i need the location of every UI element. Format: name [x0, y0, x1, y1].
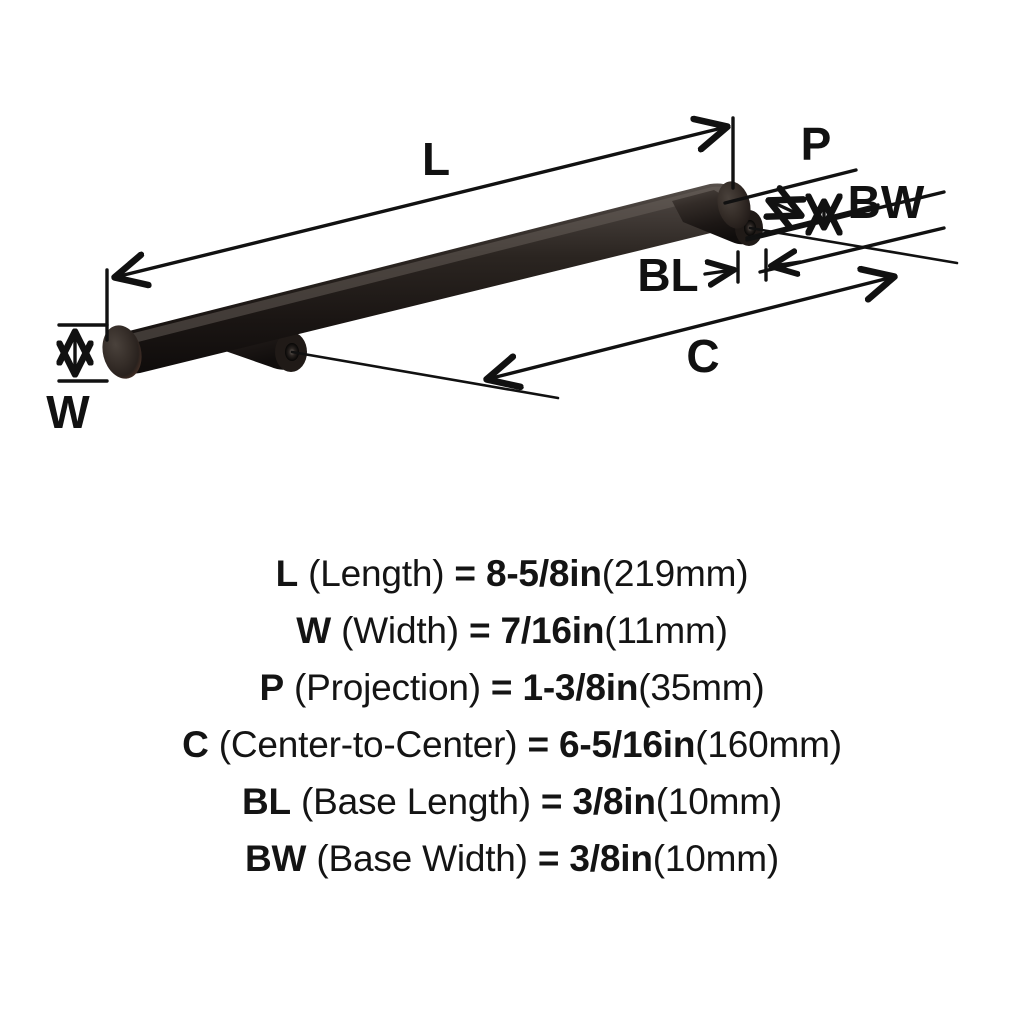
spec-equals-L: =	[454, 553, 476, 594]
specification-list: L (Length) = 8-5/8in(219mm) W (Width) = …	[0, 545, 1024, 887]
spec-name-W: (Width)	[341, 610, 459, 651]
spec-imperial-BL: 3/8in	[572, 781, 656, 822]
dimension-C	[290, 226, 959, 400]
spec-code-BW: BW	[245, 838, 307, 879]
spec-name-C: (Center-to-Center)	[218, 724, 518, 765]
spec-metric-BL: (10mm)	[655, 781, 783, 822]
left-end-cap	[102, 325, 142, 379]
label-L: L	[422, 133, 450, 185]
diagram-canvas: L W P C BL BW	[46, 0, 959, 438]
product-dimension-illustration: L W P C BL BW	[46, 0, 959, 438]
spec-metric-W: (11mm)	[604, 610, 728, 651]
dimension-labels: L W P C BL BW	[46, 118, 925, 438]
spec-metric-BW: (10mm)	[652, 838, 779, 879]
label-C: C	[686, 330, 719, 382]
label-W: W	[46, 386, 90, 438]
spec-code-P: P	[259, 667, 284, 708]
spec-equals-P: =	[490, 667, 513, 708]
spec-imperial-W: 7/16in	[500, 610, 605, 651]
BL-arrow-left	[703, 270, 733, 274]
spec-name-BW: (Base Width)	[316, 838, 528, 879]
P-dimension-arrow	[770, 201, 800, 215]
spec-metric-P: (35mm)	[638, 667, 765, 708]
spec-row-C: C (Center-to-Center) = 6-5/16in(160mm)	[182, 716, 842, 773]
label-BL: BL	[637, 249, 698, 301]
spec-row-BW: BW (Base Width) = 3/8in(10mm)	[245, 830, 779, 887]
spec-imperial-BW: 3/8in	[569, 838, 653, 879]
dimension-annotations	[59, 118, 959, 400]
spec-equals-W: =	[469, 610, 491, 651]
spec-code-BL: BL	[241, 781, 291, 822]
spec-equals-BL: =	[540, 781, 563, 822]
L-dimension-arrow	[116, 127, 726, 277]
P-extension-upper	[723, 168, 858, 205]
label-BW: BW	[848, 176, 925, 228]
dimension-W	[59, 323, 109, 383]
spec-row-W: W (Width) = 7/16in(11mm)	[296, 602, 728, 659]
spec-equals-C: =	[527, 724, 550, 765]
spec-equals-BW: =	[537, 838, 560, 879]
C-leader-from-right-foot	[748, 226, 959, 265]
C-dimension-arrow	[488, 277, 893, 379]
spec-imperial-L: 8-5/8in	[485, 553, 602, 594]
spec-code-L: L	[275, 553, 299, 594]
dimension-L	[105, 118, 735, 342]
spec-name-BL: (Base Length)	[301, 781, 531, 822]
spec-code-C: C	[182, 724, 209, 765]
spec-name-L: (Length)	[308, 553, 445, 594]
BL-arrow-right	[772, 262, 802, 266]
spec-imperial-P: 1-3/8in	[522, 667, 639, 708]
spec-row-P: P (Projection) = 1-3/8in(35mm)	[259, 659, 764, 716]
spec-name-P: (Projection)	[294, 667, 481, 708]
spec-metric-C: (160mm)	[695, 724, 842, 765]
left-end-cap-bronze-rim	[102, 325, 142, 379]
spec-metric-L: (219mm)	[601, 553, 749, 594]
C-leader-from-left-foot	[290, 350, 560, 400]
spec-imperial-C: 6-5/16in	[559, 724, 696, 765]
label-P: P	[801, 118, 832, 170]
spec-row-L: L (Length) = 8-5/8in(219mm)	[276, 545, 749, 602]
spec-code-W: W	[296, 610, 331, 651]
spec-row-BL: BL (Base Length) = 3/8in(10mm)	[242, 773, 782, 830]
